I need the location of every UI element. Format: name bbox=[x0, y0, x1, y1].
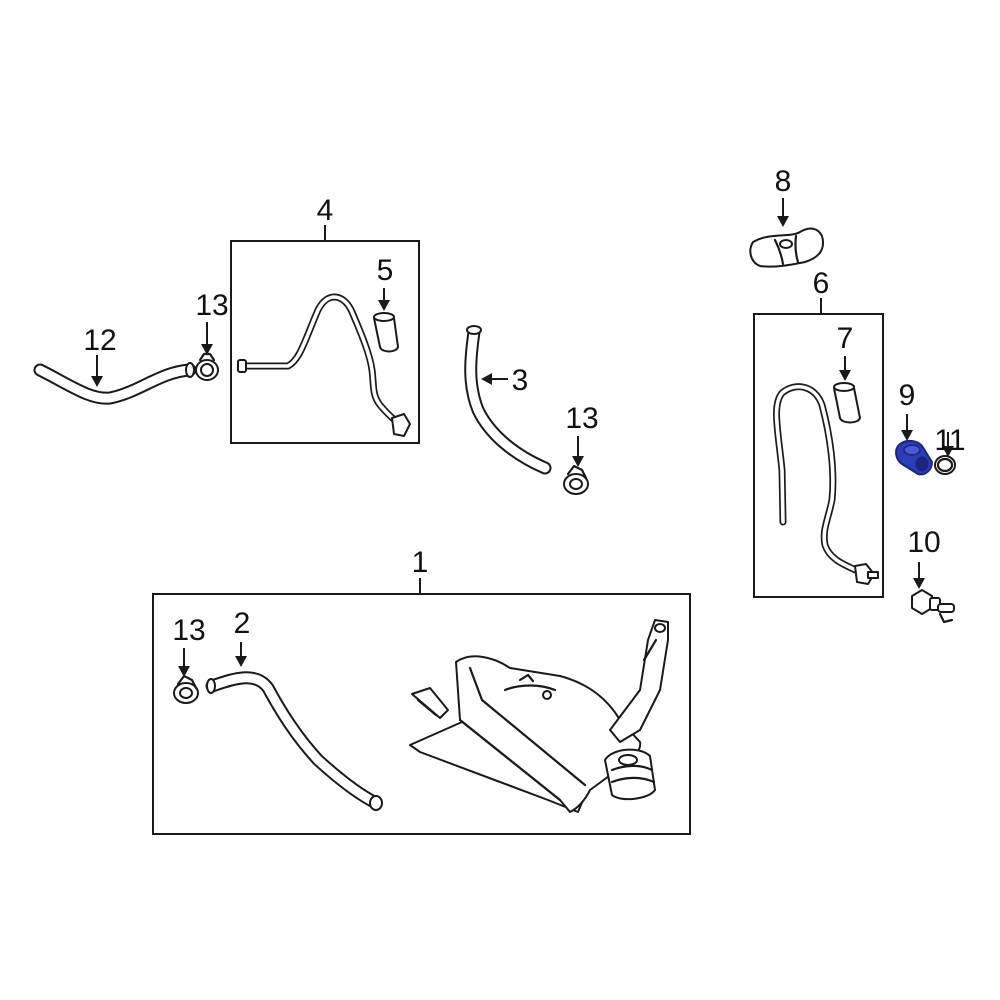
arrow-11 bbox=[942, 446, 954, 457]
pipe-part-6[interactable] bbox=[773, 383, 879, 585]
callout-8: 8 bbox=[775, 165, 792, 198]
callout-5: 5 bbox=[377, 254, 394, 287]
hose-part-12[interactable] bbox=[33, 362, 197, 405]
callout-13-left: 13 bbox=[195, 289, 228, 322]
arrow-12 bbox=[91, 376, 103, 387]
callout-9: 9 bbox=[899, 379, 916, 412]
hose-part-2[interactable] bbox=[205, 671, 383, 811]
pipe-part-4[interactable] bbox=[237, 293, 411, 437]
callout-11: 11 bbox=[934, 424, 965, 457]
arrow-9 bbox=[901, 430, 913, 441]
oring-part-11[interactable] bbox=[934, 455, 956, 475]
clamp-part-13-box[interactable] bbox=[173, 674, 199, 704]
bracket-part-8[interactable] bbox=[749, 227, 824, 268]
arrow-2 bbox=[235, 656, 247, 667]
arrow-5 bbox=[378, 300, 390, 311]
fitting-part-10[interactable] bbox=[911, 589, 955, 624]
arrow-13b bbox=[572, 456, 584, 467]
reservoir-part-1[interactable] bbox=[409, 619, 669, 813]
connector-part-9-highlighted[interactable] bbox=[895, 440, 934, 476]
callout-4: 4 bbox=[317, 194, 334, 227]
sleeve-part-5[interactable] bbox=[373, 312, 399, 353]
arrow-3 bbox=[481, 373, 492, 385]
callout-7: 7 bbox=[837, 322, 854, 355]
arrow-13c bbox=[178, 666, 190, 677]
arrow-8 bbox=[777, 216, 789, 227]
callout-2: 2 bbox=[234, 607, 251, 640]
callout-1: 1 bbox=[412, 546, 429, 579]
group-box-1 bbox=[152, 593, 691, 835]
callout-12: 12 bbox=[83, 324, 116, 357]
clamp-part-13-mid[interactable] bbox=[563, 464, 589, 495]
callout-6: 6 bbox=[813, 267, 830, 300]
arrow-7 bbox=[839, 370, 851, 381]
hose-part-3[interactable] bbox=[464, 325, 552, 475]
callout-13-box: 13 bbox=[172, 614, 205, 647]
arrow-13a bbox=[201, 344, 213, 355]
callout-10: 10 bbox=[907, 526, 940, 559]
sleeve-part-7[interactable] bbox=[833, 382, 861, 424]
callout-3: 3 bbox=[512, 364, 529, 397]
callout-13-mid: 13 bbox=[565, 402, 598, 435]
group-box-6 bbox=[753, 313, 884, 598]
arrow-10 bbox=[913, 578, 925, 589]
clamp-part-13-left[interactable] bbox=[195, 352, 219, 381]
